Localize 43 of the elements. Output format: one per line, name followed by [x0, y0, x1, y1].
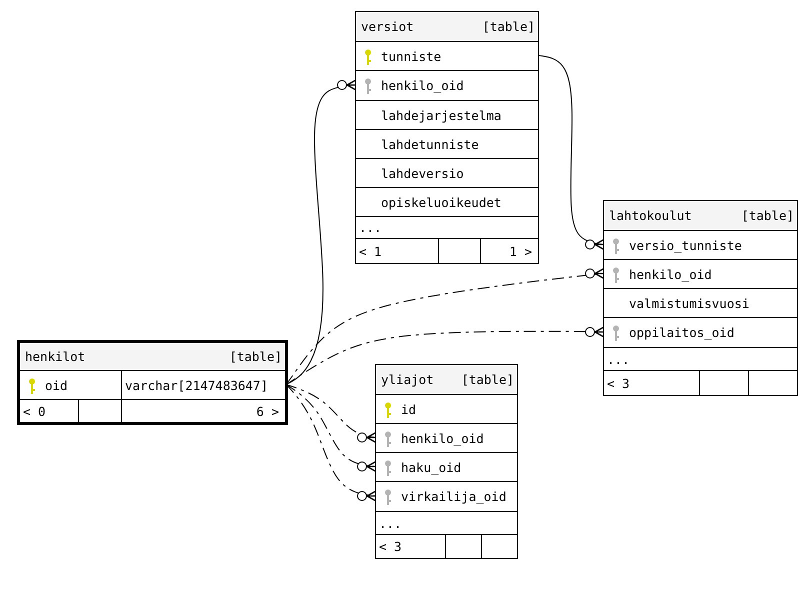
column-name: oppilaitos_oid: [629, 325, 734, 341]
table-box: [17, 340, 288, 425]
column-row: [20, 370, 285, 399]
table-type-label: [table]: [741, 208, 794, 224]
column-name: versio_tunniste: [629, 238, 742, 254]
column-name: opiskeluoikeudet: [381, 194, 502, 210]
table-name: lahtokoulut: [609, 208, 692, 224]
column-name: lahdetunniste: [381, 136, 479, 152]
column-name: lahdejarjestelma: [381, 108, 502, 124]
row-count: 6 >: [256, 404, 279, 420]
row-count: 1 >: [509, 244, 532, 260]
table-name: versiot: [361, 18, 414, 34]
table-name: henkilot: [25, 348, 86, 364]
row-count: < 3: [607, 376, 630, 392]
ellipsis-label: ...: [607, 352, 630, 368]
column-name: henkilo_oid: [381, 78, 464, 94]
column-name: valmistumisvuosi: [629, 296, 750, 312]
table-footer: [20, 399, 285, 422]
column-name: id: [401, 402, 416, 418]
column-name: lahdeversio: [381, 166, 464, 182]
relationship-line: [538, 55, 605, 250]
column-name: henkilo_oid: [629, 266, 712, 282]
table-footer: [604, 370, 797, 395]
column-name: haku_oid: [401, 460, 462, 476]
ellipsis-label: ...: [379, 516, 402, 532]
column-name: tunniste: [381, 48, 442, 64]
row-count: < 0: [23, 404, 46, 420]
table-name: yliajot: [381, 372, 434, 388]
column-name: virkailija_oid: [401, 489, 506, 505]
table-box: [375, 364, 518, 559]
column-name: henkilo_oid: [401, 430, 484, 446]
column-name: oid: [45, 378, 68, 394]
row-count: < 3: [379, 539, 402, 555]
table-box: [355, 11, 539, 264]
table-box: [603, 200, 798, 396]
ellipsis-label: ...: [359, 220, 382, 236]
table-footer: [356, 238, 538, 264]
table-type-label: [table]: [482, 18, 535, 34]
table-footer: [376, 534, 517, 558]
table-type-label: [table]: [461, 372, 514, 388]
row-count: < 1: [359, 244, 382, 260]
table-type-label: [table]: [229, 348, 282, 364]
column-type: varchar[2147483647]: [125, 378, 268, 394]
